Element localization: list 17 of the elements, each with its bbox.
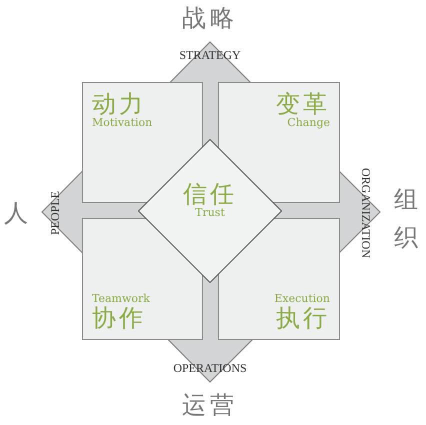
chinese-axis-label: 组织 [394, 184, 418, 254]
english-subtitle: Motivation [92, 117, 152, 130]
chinese-title: 执行 [276, 304, 330, 331]
chinese-title: 变革 [276, 91, 330, 118]
axis-label: ORGANIZATION [360, 168, 372, 258]
axis-label: PEOPLE [49, 191, 61, 235]
english-subtitle: Change [287, 117, 330, 130]
chinese-title: 协作 [92, 304, 146, 331]
chinese-axis-label: 战略 [182, 6, 238, 30]
chinese-axis-label: 运营 [182, 393, 238, 417]
english-subtitle: Teamwork [92, 292, 150, 305]
chinese-axis-label: 人 [4, 201, 32, 225]
center-diamond [138, 139, 282, 283]
chinese-title: 信任 [183, 180, 237, 208]
english-subtitle: Execution [274, 292, 330, 305]
chinese-title: 动力 [92, 91, 146, 118]
english-subtitle: Trust [195, 207, 225, 220]
